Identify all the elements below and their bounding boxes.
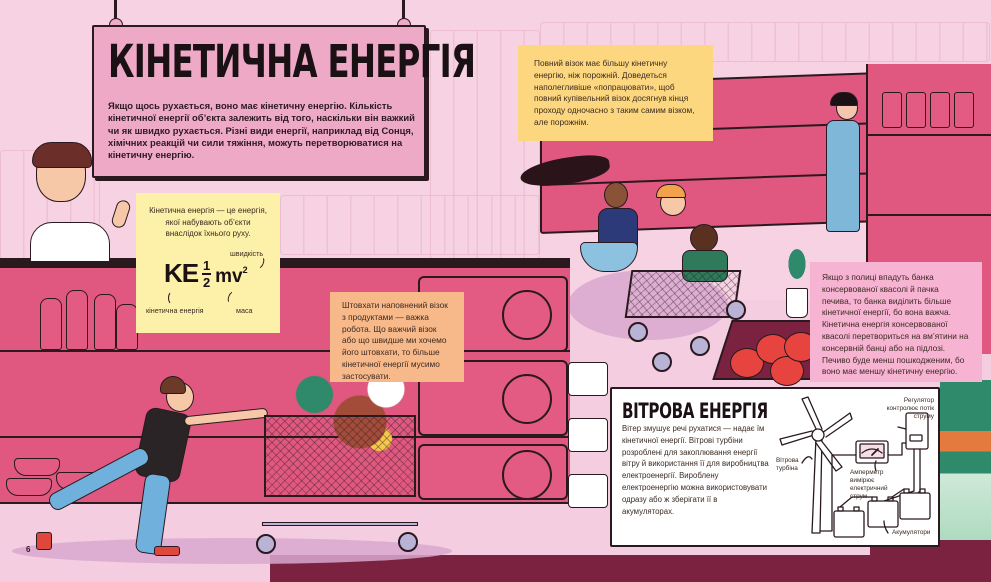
boy-white-tshirt xyxy=(30,222,110,262)
cart-wheel xyxy=(256,534,276,554)
label-mass: маса xyxy=(236,306,253,315)
tomato-icon xyxy=(770,356,804,386)
sign-rope xyxy=(402,0,405,22)
definition-note: Кінетична енергія — це енергія, якої наб… xyxy=(136,193,280,333)
bowl-icon xyxy=(6,478,52,496)
shelf-line xyxy=(868,134,991,136)
toilet-paper-icon xyxy=(568,362,608,396)
label-speed: швидкість xyxy=(230,249,264,258)
plant-pot xyxy=(786,288,808,318)
wind-energy-title: ВІТРОВА ЕНЕРГІЯ xyxy=(622,399,768,423)
plant-leaves xyxy=(782,238,812,290)
bottle-icon xyxy=(116,304,138,350)
shelf-line xyxy=(0,350,570,352)
jar-icon xyxy=(882,92,902,128)
sign-rope xyxy=(114,0,117,22)
cart-wheel xyxy=(726,300,746,320)
formula-ke: KE xyxy=(164,258,199,289)
batteries-label: Акумулятори xyxy=(892,529,931,536)
fraction-bar xyxy=(202,273,212,275)
faint-shelf-back xyxy=(280,195,540,255)
woman-dress xyxy=(826,120,860,232)
formula-exponent: 2 xyxy=(242,265,248,276)
girl-head xyxy=(604,182,628,208)
ammeter-label: Амперметр вимірює електричний струм xyxy=(850,469,888,500)
jar-icon xyxy=(930,92,950,128)
cat-face-icon xyxy=(502,450,552,500)
intro-paragraph: Якщо щось рухається, воно має кінетичну … xyxy=(108,100,415,161)
cart-wheel xyxy=(690,336,710,356)
cabinet-door xyxy=(418,444,568,500)
arrow-icon xyxy=(225,289,241,307)
wind-turbine-diagram: Регулятор контролює потік струму Вітрова… xyxy=(772,393,940,545)
wind-turbine-circuit-icon xyxy=(779,396,931,538)
title-sign: КІНЕТИЧНА ЕНЕРГІЯ Якщо щось рухається, в… xyxy=(92,25,476,178)
cart-wheel xyxy=(398,532,418,552)
boy-in-cart-body xyxy=(682,250,728,282)
falling-can-note: Якщо з полиці впадуть банка консервовано… xyxy=(810,262,982,382)
cart-wheel xyxy=(652,352,672,372)
wind-energy-box: ВІТРОВА ЕНЕРГІЯ Вітер змушує речі рухати… xyxy=(610,387,940,547)
label-kinetic-energy: кінетична енергія xyxy=(146,306,204,315)
regulator-label: Регулятор контролює потік струму xyxy=(886,397,934,420)
page-number: 6 xyxy=(26,545,31,554)
pushing-cart-note: Штовхати наповнений візок з продуктами —… xyxy=(330,292,464,382)
sneaker-icon xyxy=(36,532,52,550)
arrow-icon xyxy=(168,291,178,305)
full-cart-note-text: Повний візок має більшу кінетичну енергі… xyxy=(534,58,695,127)
kids-shopping-cart xyxy=(624,270,742,318)
bottle-icon xyxy=(94,294,116,350)
full-shopping-cart xyxy=(264,415,416,497)
bottle-icon xyxy=(40,298,62,350)
man-hair xyxy=(160,376,186,394)
formula-mv: mv2 xyxy=(215,265,248,286)
cart-wheel xyxy=(628,322,648,342)
sneaker-icon xyxy=(154,546,180,556)
floor-maroon-right xyxy=(870,540,991,582)
wind-energy-text: Вітер змушує речі рухатися — надає їм кі… xyxy=(622,424,769,516)
counter-top-edge xyxy=(0,258,570,268)
fraction-denominator: 2 xyxy=(203,275,211,290)
cat-face-icon xyxy=(502,290,552,340)
cat-face-icon xyxy=(502,374,552,424)
jar-icon xyxy=(954,92,974,128)
falling-can-note-text: Якщо з полиці впадуть банка консервовано… xyxy=(822,272,969,377)
formula-fraction: 1 2 xyxy=(202,258,212,290)
definition-text: Кінетична енергія — це енергія, якої наб… xyxy=(149,206,267,238)
toilet-paper-stack xyxy=(568,362,610,512)
toilet-paper-icon xyxy=(568,418,608,452)
boy-orange-hair xyxy=(656,184,686,198)
vegetables-carrots-leeks xyxy=(940,380,991,550)
kinetic-energy-formula: KE 1 2 mv2 xyxy=(164,259,248,289)
woman-hair xyxy=(830,92,858,106)
cart-base xyxy=(262,522,418,526)
turbine-label: Вітрова турбіна xyxy=(776,457,799,472)
bowl-icon xyxy=(14,458,60,476)
jar-icon xyxy=(906,92,926,128)
toilet-paper-icon xyxy=(568,474,608,508)
fraction-numerator: 1 xyxy=(203,258,211,273)
man-shadow xyxy=(12,538,452,564)
page-title: КІНЕТИЧНА ЕНЕРГІЯ xyxy=(108,35,476,88)
boy-hair xyxy=(32,142,92,168)
boy-in-cart-head xyxy=(690,224,718,252)
bottle-icon xyxy=(66,290,88,350)
full-cart-note: Повний візок має більшу кінетичну енергі… xyxy=(518,45,713,141)
formula-mv-text: mv xyxy=(215,266,243,288)
pushing-cart-note-text: Штовхати наповнений візок з продуктами —… xyxy=(342,300,448,381)
shelf-line xyxy=(868,214,991,216)
